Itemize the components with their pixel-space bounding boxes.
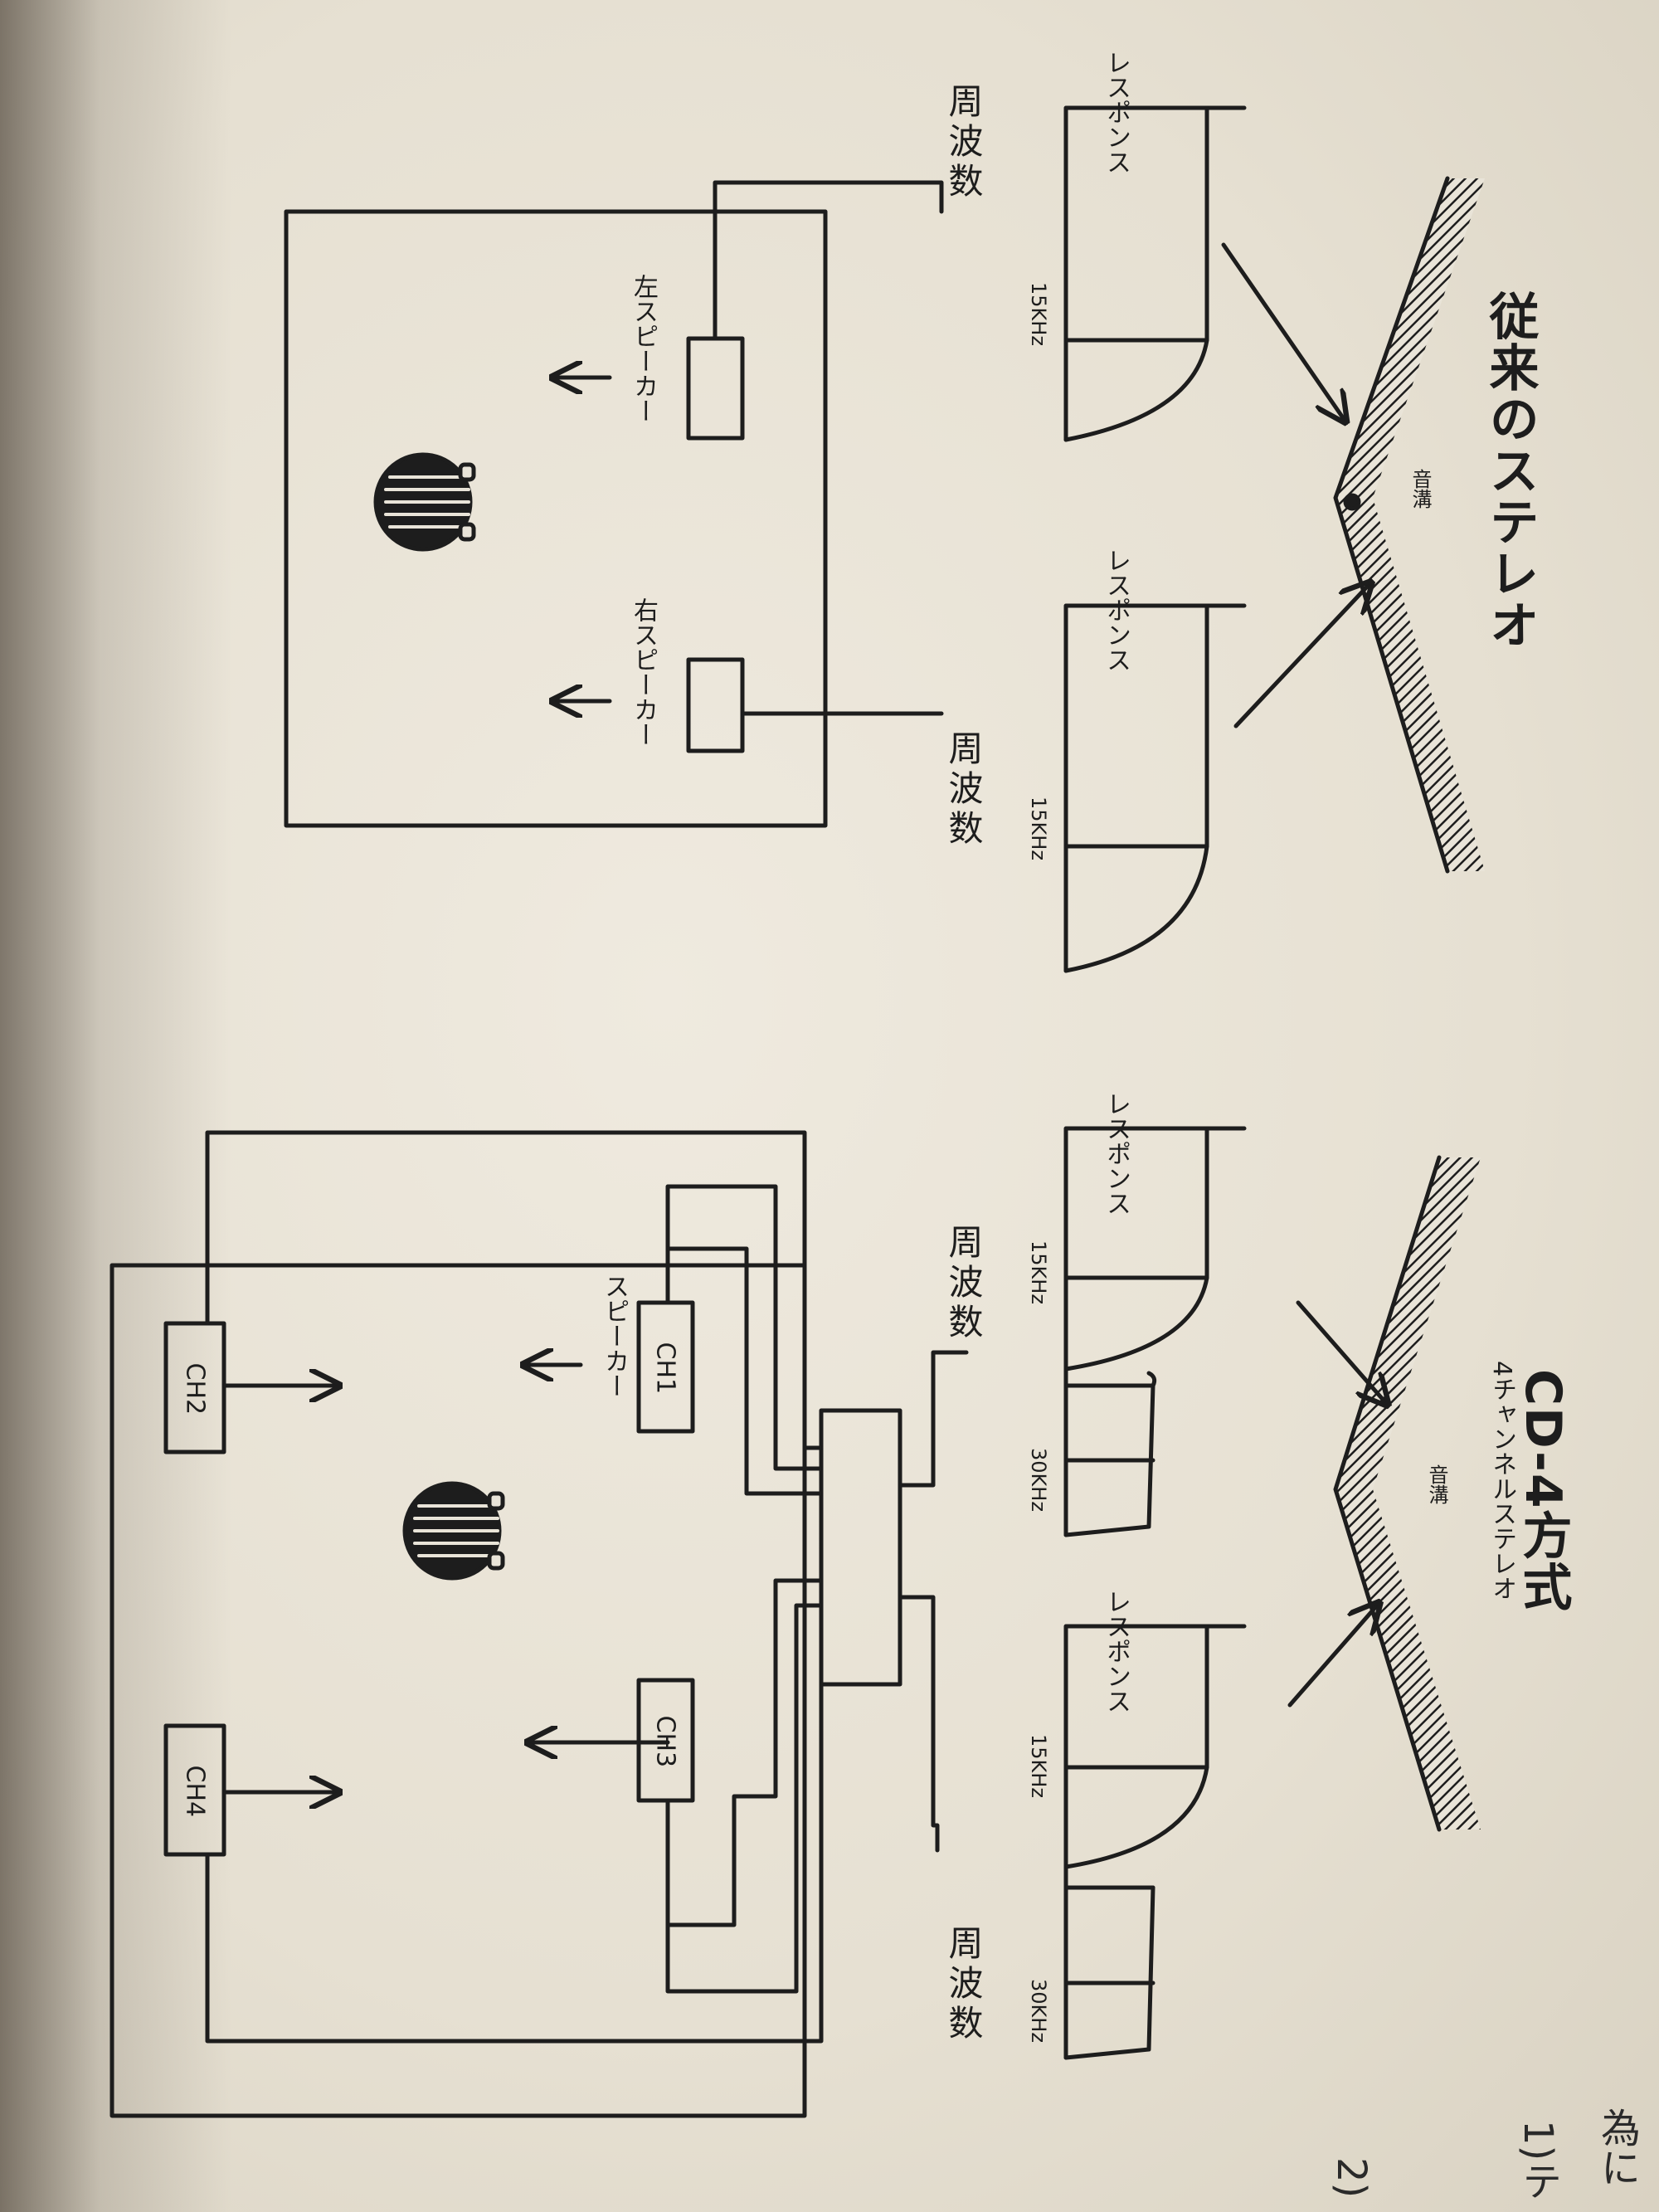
edge-text-line0: 為に [1593,2107,1640,2187]
conventional-tick-15k-left: 15KHz [1027,282,1050,346]
edge-text-line2: 2) [1328,2157,1374,2199]
cd4-title: CD-4方式 [1514,1369,1572,1613]
cd4-tick-15k-right: 15KHz [1027,1734,1050,1798]
conventional-arrow-left [1221,242,1344,419]
conventional-right-speaker-label: 右スピーカー [629,597,658,747]
cd4-ch3-label: CH3 [650,1715,680,1768]
cd4-arrow-right [1287,1605,1377,1708]
cd4-arrow-left [1296,1300,1385,1402]
cd4-speaker-label: スピーカー [600,1274,629,1398]
conventional-listener-head [373,452,476,552]
cd4-listener-head [402,1481,505,1581]
cd4-response-label-left: レスポンス [1102,1091,1131,1216]
cd4-groove [1333,1155,1481,1832]
cd4-response-label-right: レスポンス [1102,1589,1131,1713]
conventional-frequency-label-right: 周波数 [943,730,984,850]
conventional-room [284,180,944,828]
cd4-tick-15k-left: 15KHz [1027,1240,1050,1304]
conventional-response-graph-right [1063,603,1247,973]
conventional-groove-label: 音溝 [1408,469,1432,509]
conventional-left-speaker-box [686,336,745,441]
cd4-ch2-label: CH2 [180,1362,210,1415]
cd4-subtitle: 4チャンネルステレオ [1487,1361,1516,1601]
cd4-demodulator [819,1350,969,1853]
edge-text-line1: 1)テ [1515,2120,1561,2201]
cd4-frequency-label-left: 周波数 [943,1224,984,1343]
cd4-ch4-label: CH4 [180,1765,210,1818]
cd4-groove-label: 音溝 [1425,1464,1448,1504]
conventional-response-graph-left [1063,105,1247,442]
conventional-response-label-left: レスポンス [1102,50,1131,174]
cd4-ch1-label: CH1 [650,1342,680,1395]
conventional-left-speaker-label: 左スピーカー [629,274,658,423]
conventional-tick-15k-right: 15KHz [1027,797,1050,860]
conventional-groove [1333,176,1485,874]
cd4-response-graph-left [1063,1126,1247,1537]
cd4-room [109,1130,824,2118]
conventional-response-label-right: レスポンス [1102,548,1131,672]
conventional-right-speaker-box [686,657,745,753]
conventional-arrow-right [1233,585,1369,728]
cd4-response-graph-right [1063,1624,1247,2060]
conventional-title: 従来のステレオ [1481,290,1539,650]
conventional-frequency-label-left: 周波数 [943,83,984,202]
cd4-tick-30k-left: 30KHz [1027,1448,1050,1512]
cd4-tick-30k-right: 30KHz [1027,1979,1050,2043]
cd4-frequency-label-right: 周波数 [943,1925,984,2044]
